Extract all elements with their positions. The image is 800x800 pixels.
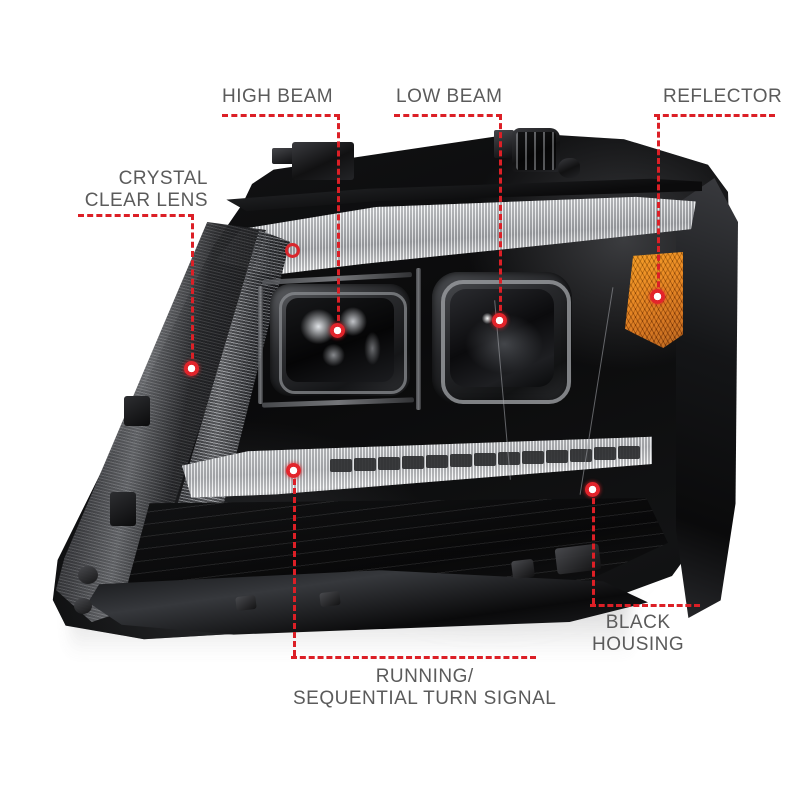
callout-marker-crystal-clear-lens — [184, 361, 199, 376]
led-segment — [354, 457, 376, 471]
bottom-clip-mid — [319, 590, 341, 608]
vertical-adjuster — [510, 558, 536, 580]
led-segment — [522, 450, 544, 464]
mount-tab-right-ribs — [516, 132, 556, 170]
light-guide-bar-mid — [416, 268, 421, 410]
side-mount-lug-upper — [124, 396, 150, 426]
high-beam-reflector — [286, 298, 394, 382]
callout-marker-reflector — [650, 289, 665, 304]
callout-leader-h-black-housing — [590, 604, 700, 607]
callout-label-low-beam: LOW BEAM — [396, 86, 503, 107]
led-segment — [426, 454, 448, 468]
led-segment — [594, 447, 616, 461]
callout-leader-v-high-beam — [337, 114, 340, 330]
corner-boss-2 — [74, 598, 92, 614]
mount-tab-right-nub — [558, 158, 580, 178]
corner-boss — [78, 566, 98, 584]
led-segment — [450, 453, 472, 467]
mount-tab-left — [292, 142, 354, 180]
outer-bezel-right — [676, 178, 738, 618]
bottom-clip-left — [235, 594, 257, 612]
callout-marker-black-housing — [585, 482, 600, 497]
callout-leader-v-reflector — [657, 114, 660, 296]
led-segment — [570, 448, 592, 462]
callout-leader-h-running-sequential-turn-signal — [291, 656, 536, 659]
callout-leader-v-low-beam — [499, 114, 502, 320]
callout-label-running-sequential-turn-signal: RUNNING/ SEQUENTIAL TURN SIGNAL — [293, 666, 557, 709]
callout-marker-low-beam — [492, 313, 507, 328]
side-mount-lug-lower — [110, 492, 136, 526]
led-segment — [618, 446, 640, 460]
callout-label-reflector: REFLECTOR — [663, 86, 783, 107]
callout-leader-v-crystal-clear-lens — [191, 214, 194, 368]
callout-label-high-beam: HIGH BEAM — [222, 86, 334, 107]
led-segment — [402, 455, 424, 469]
callout-leader-h-reflector — [654, 114, 775, 117]
led-segment — [378, 456, 400, 470]
low-beam-projector-ring — [441, 280, 571, 404]
callout-leader-h-low-beam — [394, 114, 502, 117]
callout-marker-high-beam — [330, 323, 345, 338]
callout-leader-v-running-sequential-turn-signal — [293, 470, 296, 656]
callout-leader-v-black-housing — [592, 489, 595, 604]
callout-label-black-housing: BLACK HOUSING — [592, 612, 685, 655]
led-segment — [546, 449, 568, 463]
callout-leader-h-high-beam — [222, 114, 340, 117]
led-segment — [330, 459, 352, 472]
callout-marker-upper-bar-ring — [285, 243, 300, 258]
light-guide-bar-left — [258, 286, 263, 404]
low-beam-projector — [450, 289, 554, 387]
callout-label-crystal-clear-lens: CRYSTAL CLEAR LENS — [84, 168, 208, 211]
led-segment — [474, 452, 496, 466]
mount-tab-left-wing — [272, 148, 294, 164]
callout-leader-h-crystal-clear-lens — [78, 214, 194, 217]
callout-marker-running-sequential-turn-signal — [286, 463, 301, 478]
mount-tab-right-wing — [494, 130, 514, 158]
high-beam-reflector-ring — [279, 292, 407, 394]
